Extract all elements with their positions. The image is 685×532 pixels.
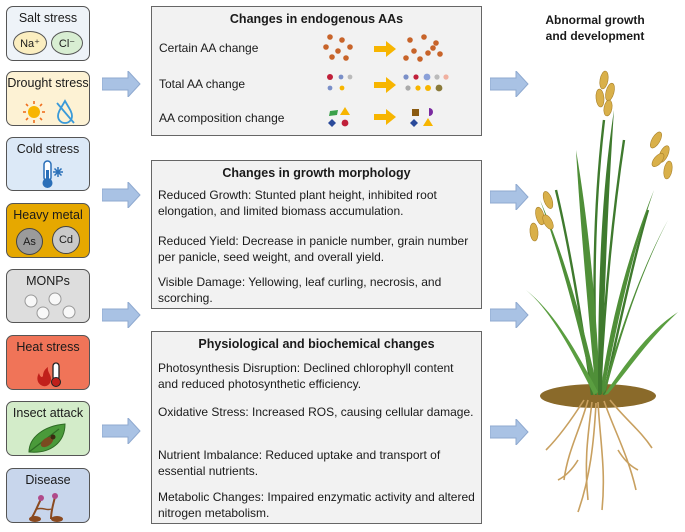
visible-damage-text: Visible Damage: Yellowing, leaf curling,… [158, 275, 442, 305]
physiological-panel: Physiological and biochemical changes Ph… [151, 331, 482, 524]
cl-ion-circle: Cl⁻ [51, 31, 83, 55]
disease-label: Disease [25, 473, 71, 487]
arrow-right-icon [102, 71, 141, 97]
arrow-right-icon [490, 71, 529, 97]
total-aa-label: Total AA change [159, 77, 246, 91]
salt-stress-label: Salt stress [18, 11, 78, 25]
leaves [526, 110, 678, 395]
roots [545, 399, 653, 513]
salt-stress-box: Salt stress Na⁺ Cl⁻ [6, 6, 90, 61]
nanoparticles-icon [24, 292, 76, 320]
outcome-line-2: and development [545, 29, 645, 43]
aa-composition-shapes-after [410, 108, 433, 127]
drought-stress-label: Drought stress [7, 76, 89, 90]
monps-label: MONPs [26, 274, 70, 288]
certain-aa-label: Certain AA change [159, 41, 259, 55]
sun-icon [23, 101, 45, 123]
insect-attack-label: Insect attack [12, 406, 84, 420]
arrow-right-icon [102, 302, 141, 328]
arrow-right-icon [490, 302, 529, 328]
yellow-arrow-icon [374, 109, 396, 125]
yellow-arrow-icon [374, 41, 396, 57]
aa-panel-title: Changes in endogenous AAs [229, 12, 404, 26]
certain-aa-dots-before [323, 34, 353, 61]
monps-box: MONPs [6, 269, 90, 323]
heat-stress-box: Heat stress [6, 335, 90, 390]
disease-box: Disease [6, 468, 90, 523]
growth-morphology-panel: Changes in growth morphology Reduced Gro… [151, 160, 482, 309]
drought-stress-box: Drought stress [6, 71, 90, 126]
soil-mound [540, 384, 656, 408]
photosynthesis-text: Photosynthesis Disruption: Declined chlo… [158, 361, 454, 391]
metabolic-changes-text: Metabolic Changes: Impaired enzymatic ac… [158, 490, 475, 520]
pathogen-icon [29, 493, 63, 522]
heat-stress-label: Heat stress [16, 340, 80, 354]
nutrient-imbalance-text: Nutrient Imbalance: Reduced uptake and t… [158, 448, 441, 478]
cold-stress-label: Cold stress [16, 142, 80, 156]
total-aa-dots-after [403, 73, 449, 92]
aa-dots-illustration [323, 34, 449, 127]
arrow-right-icon [490, 184, 529, 210]
insect-attack-box: Insect attack [6, 401, 90, 456]
heavy-metal-label: Heavy metal [13, 208, 83, 222]
aa-composition-shapes-before [328, 107, 350, 127]
as-circle: As [16, 228, 43, 255]
rice-plant-illustration [526, 70, 678, 513]
arrow-right-icon [490, 419, 529, 445]
certain-aa-dots-after [403, 34, 443, 62]
thermometer-snowflake-icon [42, 160, 63, 188]
heavy-metal-box: Heavy metal As Cd [6, 203, 90, 258]
leaf-insect-icon [28, 423, 66, 453]
aa-composition-label: AA composition change [159, 111, 285, 125]
cd-circle: Cd [52, 226, 80, 254]
rice-panicles [529, 70, 673, 242]
aa-changes-panel: Changes in endogenous AAs Certain AA cha… [151, 6, 482, 136]
outcome-title: Abnormal growth and development [520, 12, 670, 44]
yellow-arrow-icon [374, 77, 396, 93]
total-aa-dots-before [327, 74, 353, 91]
arrow-right-icon [102, 182, 141, 208]
outcome-line-1: Abnormal growth [545, 13, 645, 27]
reduced-growth-text: Reduced Growth: Stunted plant height, in… [158, 188, 437, 218]
na-ion-circle: Na⁺ [13, 31, 47, 55]
morph-panel-title: Changes in growth morphology [222, 166, 411, 180]
cold-stress-box: Cold stress [6, 137, 90, 191]
phys-panel-title: Physiological and biochemical changes [198, 337, 435, 351]
arrow-right-icon [102, 418, 141, 444]
no-water-icon [56, 99, 75, 124]
fire-thermometer-icon [37, 362, 61, 387]
oxidative-stress-text: Oxidative Stress: Increased ROS, causing… [158, 405, 474, 419]
reduced-yield-text: Reduced Yield: Decrease in panicle numbe… [158, 234, 469, 264]
